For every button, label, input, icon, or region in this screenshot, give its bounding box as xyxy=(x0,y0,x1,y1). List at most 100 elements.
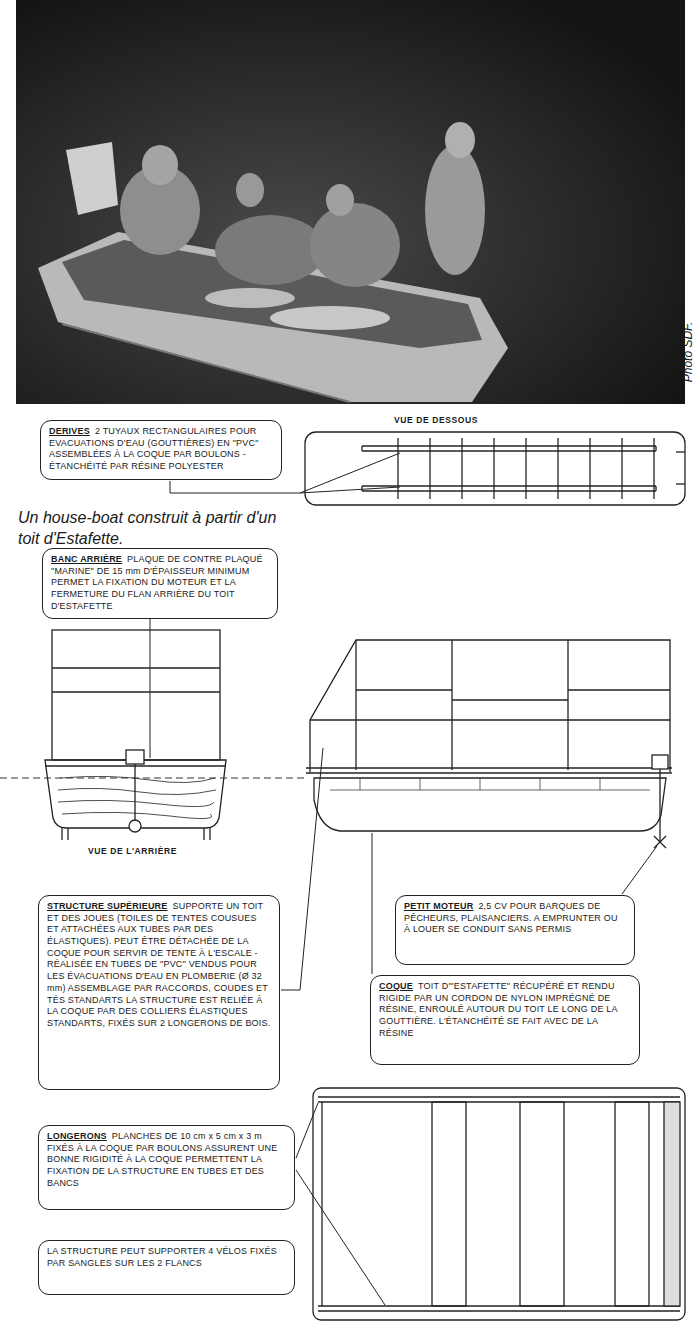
photo xyxy=(326,184,354,216)
bottom-view xyxy=(362,485,656,486)
bottom-view xyxy=(362,490,656,491)
callout-heading: DERIVES xyxy=(49,426,90,436)
rear-view xyxy=(52,630,220,760)
leader-line xyxy=(281,748,323,990)
top-view xyxy=(321,1102,322,1306)
side-view xyxy=(659,769,660,842)
top-view xyxy=(313,1088,685,1320)
view-label: VUE DE DESSOUS xyxy=(392,415,480,425)
view-label: VUE DE L'ARRIÈRE xyxy=(86,846,179,856)
leader-line xyxy=(296,1103,318,1158)
side-view xyxy=(600,778,601,790)
bottom-view xyxy=(557,438,558,499)
leader-line xyxy=(296,1170,385,1305)
side-view xyxy=(420,778,421,790)
rear-view xyxy=(60,776,215,782)
photo-credit-text: Photo SDF. xyxy=(681,322,695,382)
side-view xyxy=(480,778,481,790)
top-view xyxy=(318,1096,680,1097)
top-view xyxy=(432,1102,466,1306)
top-view xyxy=(313,1088,685,1320)
photo xyxy=(142,145,178,185)
top-view xyxy=(520,1102,564,1306)
callout-box: COQUETOIT D'"ESTAFETTE" RÉCUPÉRÉ ET REND… xyxy=(370,975,640,1065)
side-view xyxy=(306,767,672,768)
rear-view xyxy=(134,764,135,820)
photo xyxy=(205,288,295,308)
leader-line xyxy=(300,453,400,493)
photo xyxy=(62,324,350,402)
side-view xyxy=(330,790,650,791)
leader-line xyxy=(170,481,300,493)
bottom-view xyxy=(653,438,654,499)
bottom-view xyxy=(362,450,656,451)
side-view xyxy=(356,689,452,690)
callout-box: PETIT MOTEUR2,5 CV POUR BARQUES DE PÊCHE… xyxy=(395,895,635,965)
rear-view xyxy=(203,828,204,840)
bottom-view xyxy=(461,438,462,499)
callout-heading: LONGERONS xyxy=(47,1131,107,1141)
callout-box: DERIVES2 TUYAUX RECTANGULAIRES POUR EVAC… xyxy=(40,420,282,480)
leader-line xyxy=(300,487,400,493)
photo xyxy=(270,306,390,330)
bottom-view xyxy=(589,438,590,499)
rear-view xyxy=(45,630,226,840)
rear-view xyxy=(62,812,212,818)
top-view xyxy=(664,1102,680,1306)
photo xyxy=(236,173,264,207)
callout-box: LA STRUCTURE PEUT SUPPORTER 4 VÉLOS FIXÉ… xyxy=(38,1240,295,1295)
leader-line xyxy=(622,846,657,894)
bottom-view xyxy=(493,438,494,499)
view-label-text: VUE DE L'ARRIÈRE xyxy=(88,846,177,856)
callout-box: STRUCTURE SUPÉRIEURESUPPORTE UN TOIT ET … xyxy=(38,895,280,1090)
bottom-view xyxy=(655,446,656,451)
bottom-view xyxy=(362,445,656,446)
callout-text: LA STRUCTURE PEUT SUPPORTER 4 VÉLOS FIXÉ… xyxy=(47,1246,277,1268)
side-view xyxy=(306,772,672,773)
rear-view xyxy=(126,750,144,764)
side-view xyxy=(310,640,670,772)
side-view xyxy=(452,699,568,700)
caption: Un house-boat construit à partir d'un to… xyxy=(18,508,280,550)
side-view xyxy=(652,755,668,769)
view-label-text: VUE DE DESSOUS xyxy=(394,415,478,425)
side-view xyxy=(360,778,361,790)
rear-view xyxy=(58,788,216,794)
photo-credit: Photo SDF. xyxy=(681,304,695,400)
callout-heading: COQUE xyxy=(379,981,413,991)
side-view xyxy=(654,836,666,848)
bottom-view xyxy=(655,486,656,491)
side-view xyxy=(310,719,670,720)
side-view xyxy=(451,640,452,770)
callout-heading: BANC ARRIÈRE xyxy=(51,554,122,564)
photo xyxy=(16,0,685,404)
photo xyxy=(16,0,685,404)
bottom-view xyxy=(429,438,430,499)
callout-heading: STRUCTURE SUPÉRIEURE xyxy=(47,901,168,911)
photo xyxy=(310,203,400,287)
leader-line xyxy=(150,616,151,758)
rear-view xyxy=(52,691,220,692)
side-view xyxy=(567,640,568,770)
photo xyxy=(215,215,325,285)
bottom-view xyxy=(397,438,398,499)
rear-view xyxy=(129,820,141,832)
caption-text: Un house-boat construit à partir d'un to… xyxy=(18,509,276,547)
leader-line xyxy=(372,833,373,974)
side-view xyxy=(568,689,670,690)
bottom-view xyxy=(621,438,622,499)
rear-view xyxy=(45,760,226,828)
rear-view xyxy=(58,800,214,806)
bottom-view xyxy=(361,446,362,451)
bottom-view xyxy=(676,483,685,484)
photo xyxy=(66,142,118,215)
top-view xyxy=(615,1102,649,1306)
rear-view xyxy=(52,667,220,668)
rear-view xyxy=(209,828,210,840)
rear-view xyxy=(67,828,68,840)
rear-view xyxy=(61,828,62,840)
callout-heading: PETIT MOTEUR xyxy=(404,901,473,911)
water-line xyxy=(0,778,304,779)
side-view xyxy=(306,640,672,848)
bottom-view xyxy=(361,486,362,491)
